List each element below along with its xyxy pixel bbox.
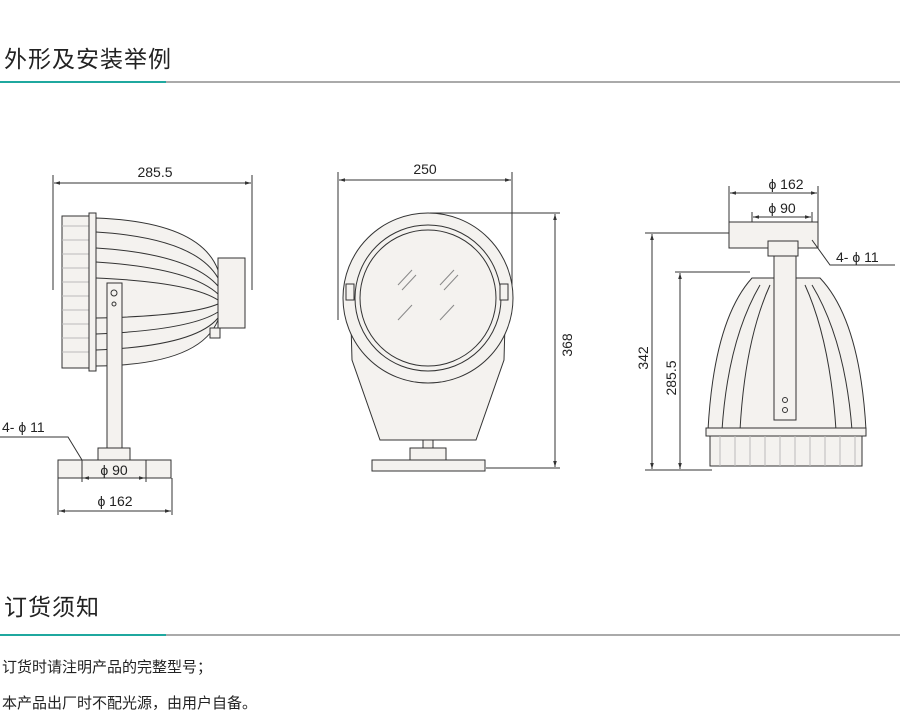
dim-height: 342 xyxy=(635,346,651,370)
dim-inner: ϕ 90 xyxy=(100,462,128,478)
ordering-note: 订货时请注明产品的完整型号； xyxy=(2,658,213,676)
rear-view-drawing: ϕ 162 ϕ 90 4- ϕ 11 342 285.5 xyxy=(635,176,895,471)
section-divider xyxy=(0,634,900,636)
technical-drawing: 285.5 ϕ 90 ϕ 162 4- ϕ 11 250 368 ϕ 162 ϕ… xyxy=(0,161,895,515)
ordering-note: 本产品出厂时不配光源，由用户自备。 xyxy=(2,694,258,712)
dim-hole: 4- ϕ 11 xyxy=(836,249,879,265)
dim-outer: ϕ 162 xyxy=(97,493,132,509)
side-view-drawing: 285.5 ϕ 90 ϕ 162 4- ϕ 11 xyxy=(0,164,253,515)
dim-width: 250 xyxy=(413,161,437,177)
dim-lamp-height: 285.5 xyxy=(663,360,679,395)
front-view-drawing: 250 368 xyxy=(337,161,575,472)
dim-outer: ϕ 162 xyxy=(768,176,803,192)
dim-hole: 4- ϕ 11 xyxy=(2,419,45,435)
section-title-ordering: 订货须知 xyxy=(4,595,100,621)
dim-width: 285.5 xyxy=(137,164,172,180)
dim-height: 368 xyxy=(559,333,575,357)
section-divider xyxy=(0,81,900,83)
section-title-appearance: 外形及安装举例 xyxy=(4,47,172,73)
dim-inner: ϕ 90 xyxy=(768,200,796,216)
